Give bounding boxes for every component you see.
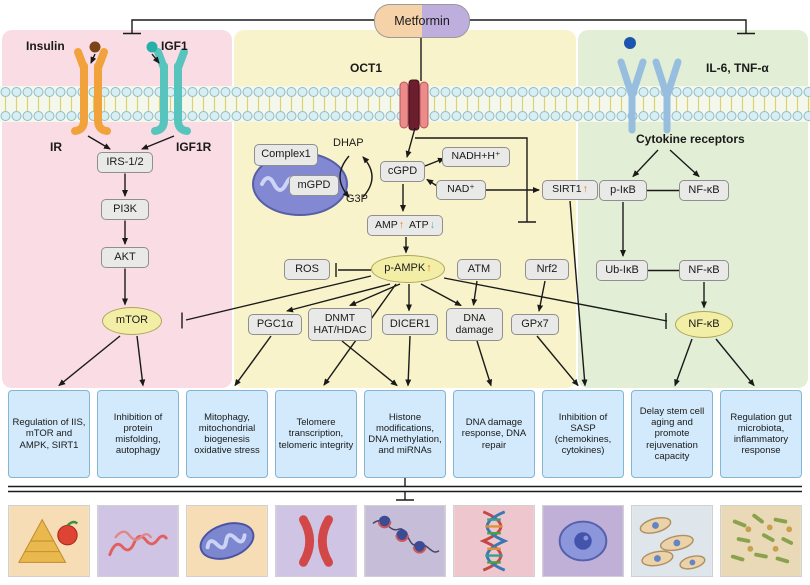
p-ampk-up-arrow-icon: ↑ xyxy=(426,262,432,275)
igf1r-label: IGF1R xyxy=(176,140,212,154)
stem-cells-illustration xyxy=(631,505,713,577)
cgpd-node: cGPD xyxy=(380,161,425,182)
gut-microbiota-illustration xyxy=(720,505,802,577)
dna-damage-node: DNA damage xyxy=(446,308,503,341)
dnmt-hat-hdac-node: DNMT HAT/HDAC xyxy=(308,308,372,341)
atm-node: ATM xyxy=(457,259,501,280)
outcome-stem-cell: Delay stem cell aging and promote rejuve… xyxy=(631,390,713,478)
complex1-node: Complex1 xyxy=(254,144,318,166)
il6-tnfa-label: IL-6, TNF-α xyxy=(706,61,769,75)
nrf2-node: Nrf2 xyxy=(525,259,569,280)
outcome-mitophagy: Mitophagy, mitochondrial biogenesis oxid… xyxy=(186,390,268,478)
hallmark-tiles-row xyxy=(8,505,802,577)
sirt1-label: SIRT1 xyxy=(552,183,582,196)
outcome-sasp: Inhibition of SASP (chemokines, cytokine… xyxy=(542,390,624,478)
nadh-node: NADH+H⁺ xyxy=(442,147,510,167)
igf1-label: IGF1 xyxy=(161,39,188,53)
insulin-label: Insulin xyxy=(26,39,65,53)
ros-node: ROS xyxy=(284,259,330,280)
nfkb-active-node: NF-κB xyxy=(675,311,733,338)
nucleosome-illustration xyxy=(364,505,446,577)
dna-helix-illustration xyxy=(453,505,535,577)
ir-label: IR xyxy=(50,140,62,154)
cytokine-receptors-label: Cytokine receptors xyxy=(636,132,745,146)
dhap-label: DHAP xyxy=(333,137,364,149)
akt-node: AKT xyxy=(101,247,149,268)
pgc1a-node: PGC1α xyxy=(248,314,302,335)
pi3k-node: PI3K xyxy=(101,199,149,220)
healthy-diet-illustration xyxy=(8,505,90,577)
amp-up-arrow-icon: ↑ xyxy=(398,218,405,231)
outcome-iis-mtor-ampk: Regulation of IIS, mTOR and AMPK, SIRT1 xyxy=(8,390,90,478)
g3p-label: G3P xyxy=(346,193,369,205)
cell-membrane xyxy=(0,86,810,122)
amp-label: AMP xyxy=(375,218,398,231)
metformin-label: Metformin xyxy=(394,14,450,28)
amp-atp-node: AMP↑ ATP↓ xyxy=(367,215,443,236)
mitochondria-illustration xyxy=(186,505,268,577)
outcome-telomere: Telomere transcription, telomeric integr… xyxy=(275,390,357,478)
sirt1-node: SIRT1↑ xyxy=(542,180,598,200)
nfkb-node-1: NF-κB xyxy=(679,180,729,201)
outcomes-row: Regulation of IIS, mTOR and AMPK, SIRT1 … xyxy=(8,390,802,478)
atp-down-arrow-icon: ↓ xyxy=(429,218,435,231)
mtor-node: mTOR xyxy=(102,307,162,335)
p-ikb-node: p-IκB xyxy=(599,180,647,201)
chromosome-illustration xyxy=(275,505,357,577)
nfkb-node-2: NF-κB xyxy=(679,260,729,281)
cell-illustration xyxy=(542,505,624,577)
oct1-label: OCT1 xyxy=(350,61,383,75)
p-ampk-node: p-AMPK↑ xyxy=(371,255,445,283)
metformin-node: Metformin xyxy=(374,4,470,38)
nad-node: NAD⁺ xyxy=(436,180,486,200)
p-ampk-label: p-AMPK xyxy=(384,262,426,275)
outcome-protein-misfolding: Inhibition of protein misfolding, autoph… xyxy=(97,390,179,478)
outcome-dna-repair: DNA damage response, DNA repair xyxy=(453,390,535,478)
outcome-gut-microbiota: Regulation gut microbiota, inflammatory … xyxy=(720,390,802,478)
atp-label: ATP xyxy=(409,218,429,231)
dicer1-node: DICER1 xyxy=(382,314,438,335)
ub-ikb-node: Ub-IκB xyxy=(596,260,648,281)
gpx7-node: GPx7 xyxy=(511,314,559,335)
misfolded-protein-illustration xyxy=(97,505,179,577)
sirt1-up-arrow-icon: ↑ xyxy=(582,183,588,196)
irs12-node: IRS-1/2 xyxy=(97,152,153,173)
outcome-epigenetics: Histone modifications, DNA methylation, … xyxy=(364,390,446,478)
mgpd-node: mGPD xyxy=(289,175,339,196)
